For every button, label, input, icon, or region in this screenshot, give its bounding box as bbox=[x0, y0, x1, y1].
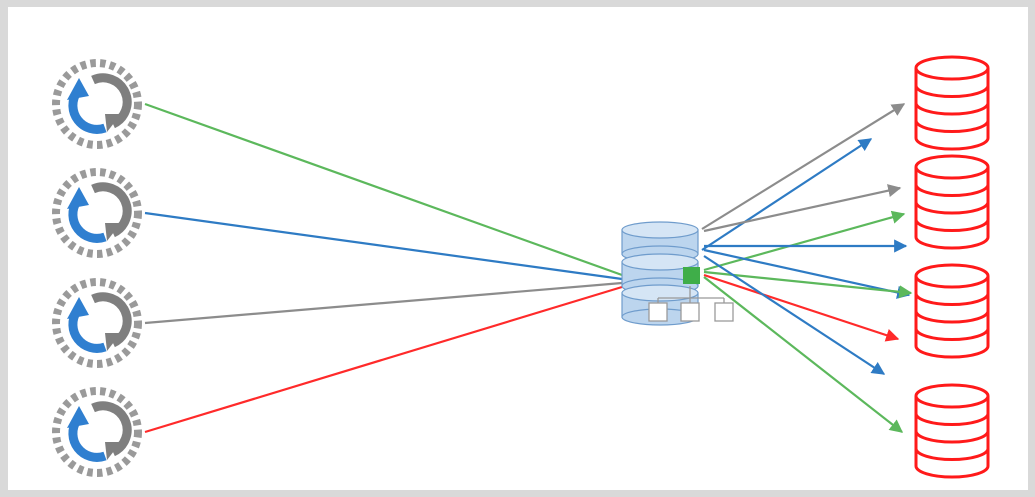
connector-square bbox=[683, 267, 700, 284]
refresh-icon bbox=[52, 387, 142, 477]
inbound-line-1 bbox=[144, 102, 623, 277]
central-hub bbox=[621, 221, 734, 326]
diagram-canvas bbox=[8, 7, 1028, 490]
database-icon bbox=[914, 154, 990, 250]
refresh-icon bbox=[52, 59, 142, 149]
outbound-arrow-10 bbox=[703, 276, 904, 433]
inbound-line-3 bbox=[144, 281, 623, 325]
inbound-line-4 bbox=[144, 285, 623, 434]
target-databases bbox=[914, 55, 990, 479]
outbound-arrow-4 bbox=[703, 210, 906, 272]
hierarchy-icon bbox=[648, 286, 734, 322]
outbound-arrow-9 bbox=[703, 255, 886, 375]
connection-lines bbox=[144, 102, 913, 434]
outbound-arrow-8 bbox=[703, 273, 900, 342]
database-icon bbox=[914, 263, 990, 359]
inbound-line-2 bbox=[144, 211, 623, 281]
source-nodes bbox=[52, 59, 142, 477]
outbound-arrow-6 bbox=[703, 248, 911, 299]
refresh-icon bbox=[52, 278, 142, 368]
outbound-arrow-7 bbox=[703, 270, 913, 299]
outbound-arrow-2 bbox=[701, 138, 873, 251]
refresh-icon bbox=[52, 168, 142, 258]
outbound-arrow-3 bbox=[703, 184, 902, 233]
outbound-arrow-1 bbox=[701, 103, 906, 230]
database-icon bbox=[914, 55, 990, 151]
database-icon bbox=[914, 383, 990, 479]
